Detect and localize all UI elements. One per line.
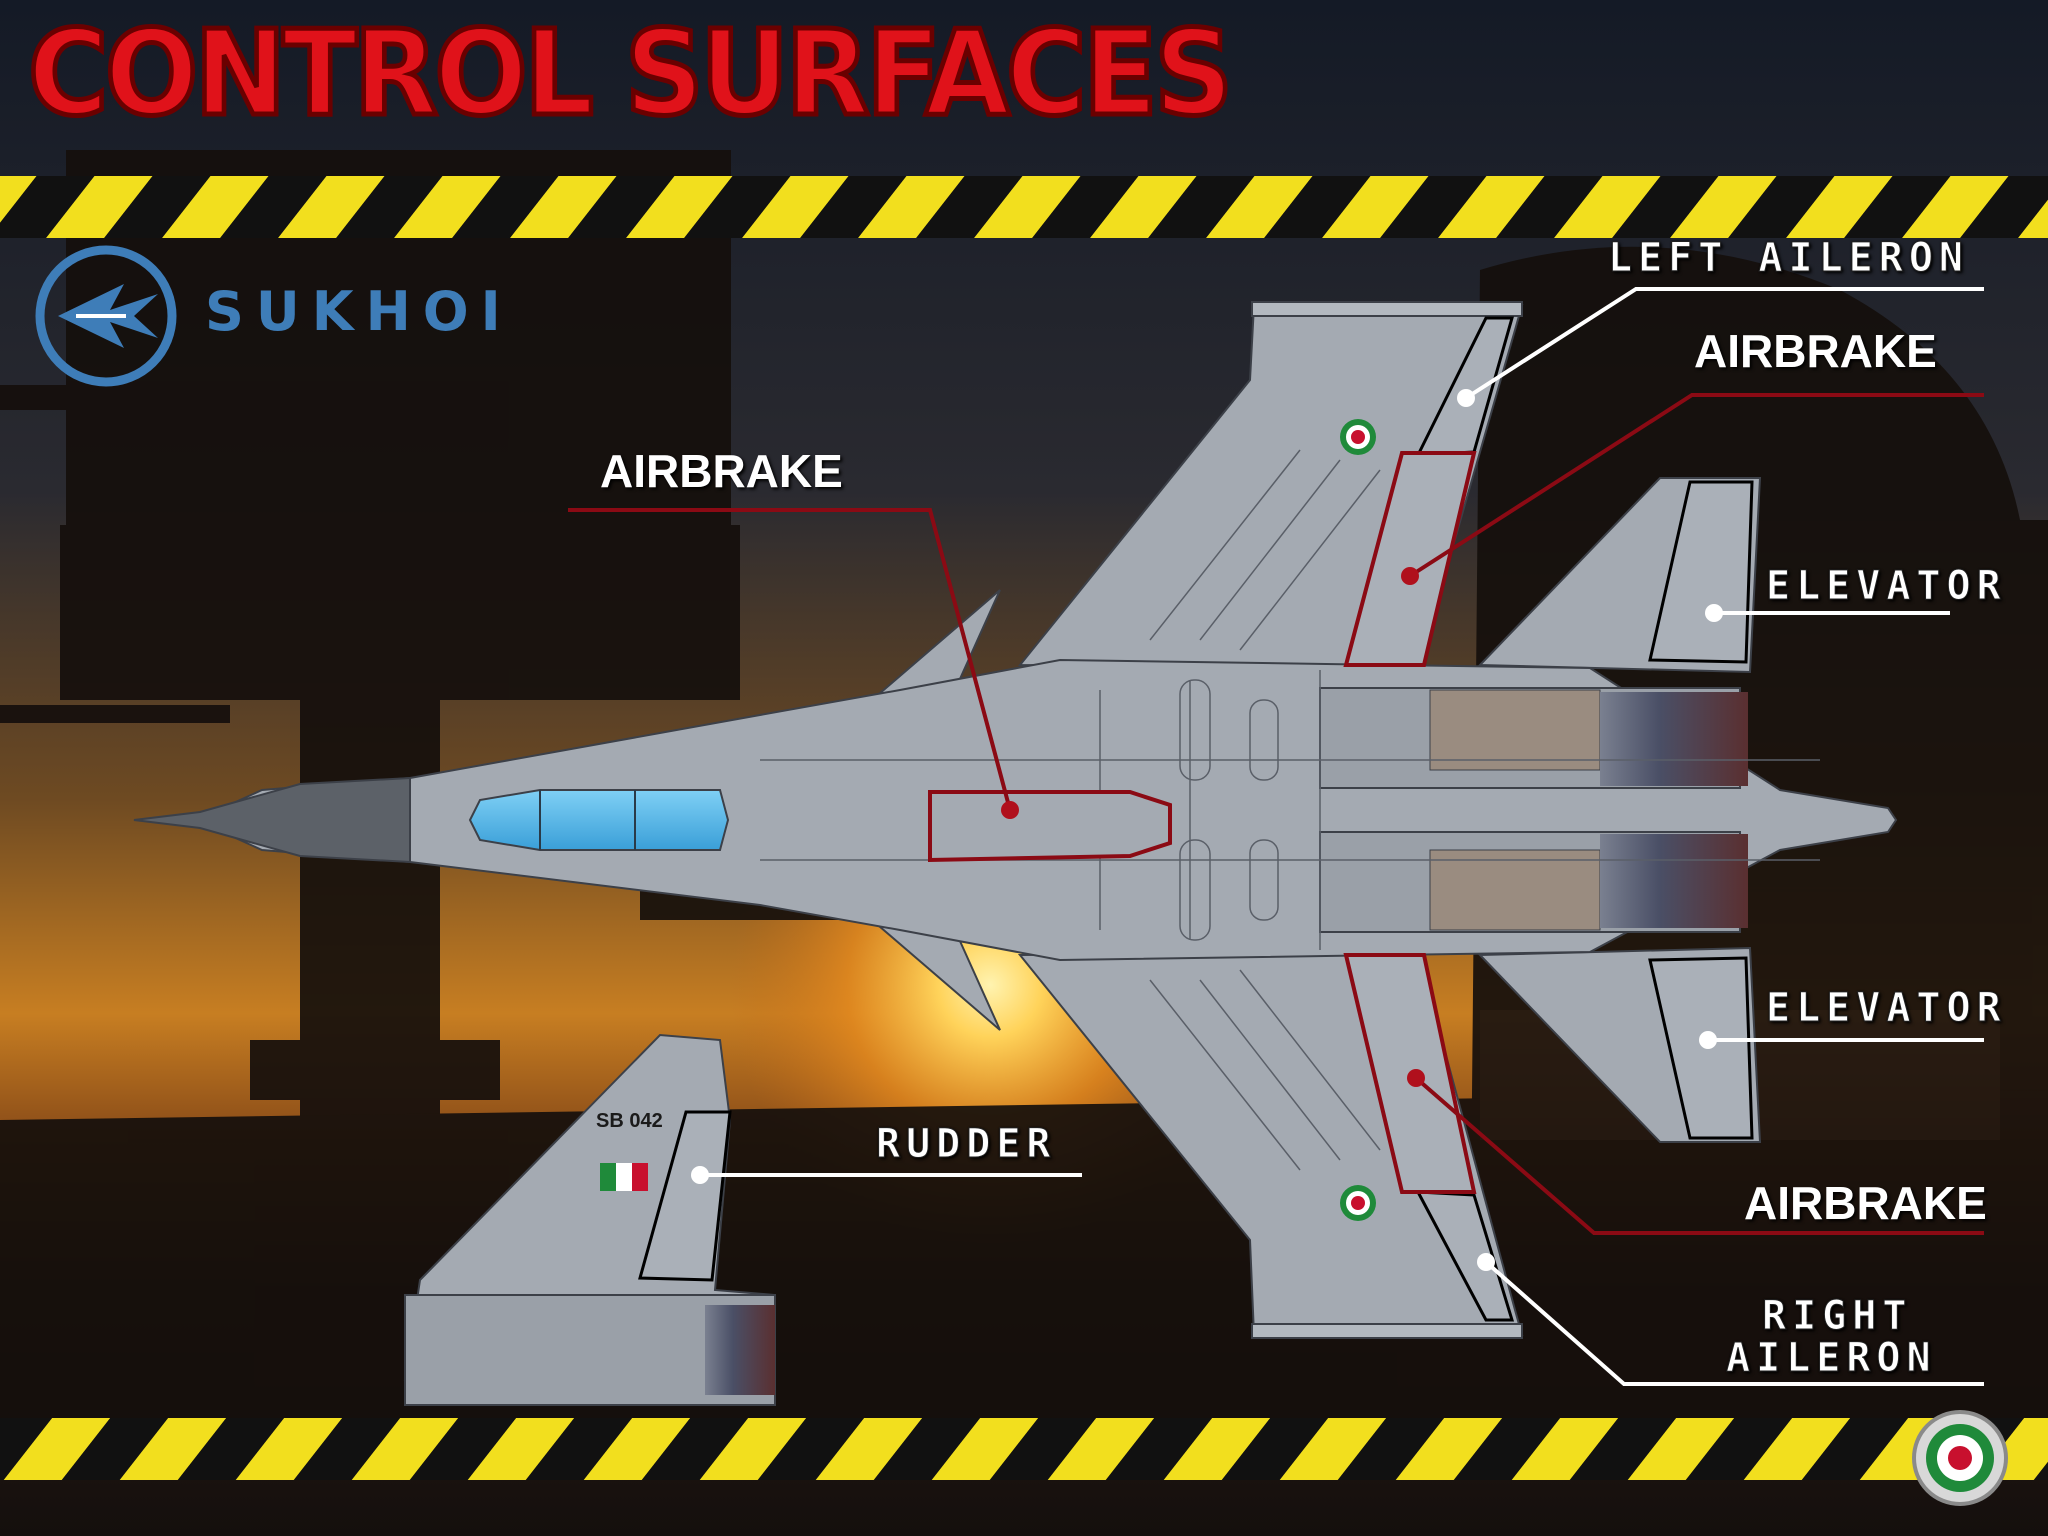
italian-flag-icon	[600, 1163, 648, 1191]
hazard-stripe-top	[0, 176, 2048, 238]
italian-roundel-icon	[1340, 419, 1376, 455]
hazard-stripe-bottom	[0, 1418, 2048, 1480]
leader-dots	[691, 389, 1723, 1271]
italian-roundel-icon	[1340, 1185, 1376, 1221]
italian-roundel-icon	[1912, 1410, 2008, 1506]
left-elevator-surface	[1648, 480, 1754, 664]
sukhoi-logo-icon	[35, 245, 177, 387]
label-airbrake-bottom-right: AIRBRAKE	[1744, 1177, 1987, 1229]
label-elevator-upper: ELEVATOR	[1766, 563, 2007, 609]
leader-lines	[568, 287, 1984, 1386]
rudder-surface	[638, 1110, 732, 1282]
left-wing-airbrake-surface	[1343, 451, 1477, 667]
label-right-aileron-line1: RIGHT	[1761, 1293, 1913, 1339]
label-right-aileron-line2: AILERON	[1726, 1335, 1937, 1381]
label-airbrake-top-right: AIRBRAKE	[1694, 325, 1937, 377]
page-title: CONTROL SURFACES	[26, 4, 1236, 142]
label-airbrake-center: AIRBRAKE	[600, 445, 843, 497]
canopy	[468, 789, 730, 851]
brand-name: SUKHOI	[205, 280, 513, 343]
right-elevator-surface	[1648, 956, 1754, 1140]
nose-cone	[133, 776, 411, 864]
label-elevator-lower: ELEVATOR	[1766, 985, 2007, 1031]
tail-fin-side-view	[403, 1033, 776, 1406]
label-rudder: RUDDER	[876, 1121, 1057, 1167]
dorsal-airbrake-surface	[928, 790, 1172, 863]
tail-code: SB 042	[596, 1110, 663, 1132]
label-left-aileron: LEFT AILERON	[1608, 235, 1969, 281]
aircraft-top-view	[133, 301, 1898, 1339]
